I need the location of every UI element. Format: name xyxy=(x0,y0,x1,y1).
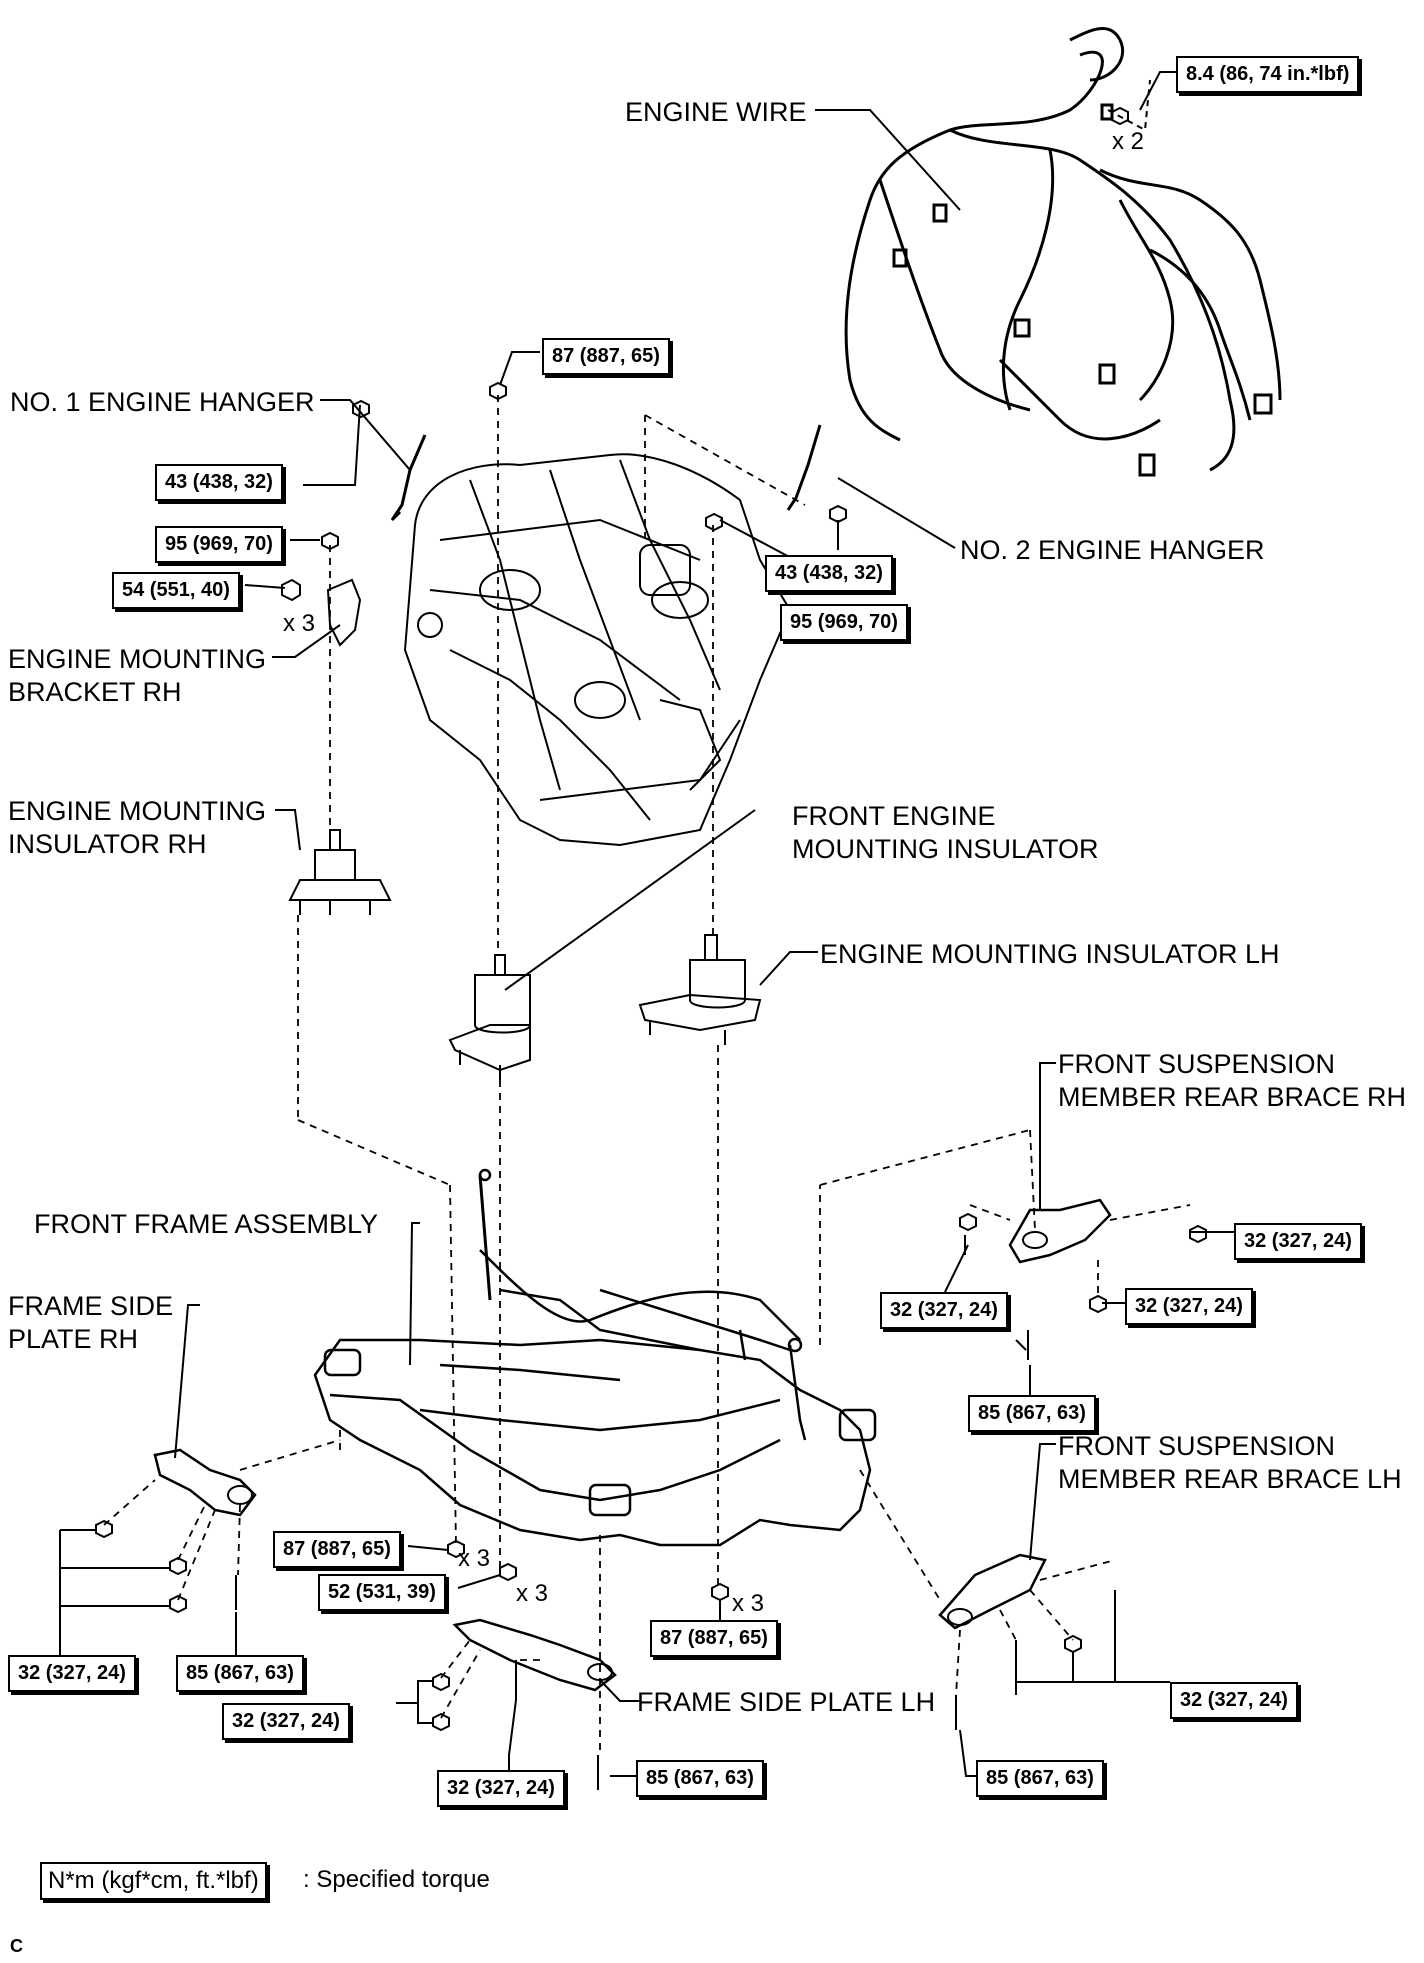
torque-box-95-left: 95 (969, 70) xyxy=(155,526,283,563)
label-front-suspension-member-rear-brace-lh-2: MEMBER REAR BRACE LH xyxy=(1058,1464,1402,1494)
torque-box-85-side-lh: 85 (867, 63) xyxy=(636,1760,764,1797)
label-front-frame-assembly: FRONT FRAME ASSEMBLY xyxy=(34,1209,379,1239)
torque-box-43-right: 43 (438, 32) xyxy=(765,555,893,592)
torque-box-87-frame-right: 87 (887, 65) xyxy=(650,1620,778,1657)
label-no1-engine-hanger: NO. 1 ENGINE HANGER xyxy=(10,387,315,417)
torque-box-engine-wire: 8.4 (86, 74 in.*lbf) xyxy=(1176,56,1360,93)
label-front-engine-mounting-insulator-1: FRONT ENGINE xyxy=(792,801,996,831)
label-front-engine-mounting-insulator-2: MOUNTING INSULATOR xyxy=(792,834,1099,864)
torque-box-85-side-rh: 85 (867, 63) xyxy=(176,1655,304,1692)
label-engine-mounting-insulator-rh-1: ENGINE MOUNTING xyxy=(8,796,267,826)
label-no2-engine-hanger: NO. 2 ENGINE HANGER xyxy=(960,535,1265,565)
front-suspension-member-rear-brace-lh xyxy=(938,1553,1047,1630)
label-engine-mounting-bracket-rh-1: ENGINE MOUNTING xyxy=(8,644,267,674)
leader-lines xyxy=(59,71,1234,1777)
frame-side-plate-rh xyxy=(153,1448,257,1517)
label-front-suspension-member-rear-brace-rh-2: MEMBER REAR BRACE RH xyxy=(1058,1082,1407,1112)
label-engine-mounting-insulator-lh: ENGINE MOUNTING INSULATOR LH xyxy=(820,939,1280,969)
torque-box-54: 54 (551, 40) xyxy=(112,572,240,609)
engine-assembly xyxy=(403,453,792,847)
torque-box-85-brace-lh: 85 (867, 63) xyxy=(976,1760,1104,1797)
torque-box-85-brace-rh: 85 (867, 63) xyxy=(968,1395,1096,1432)
engine-wire-harness xyxy=(844,26,1282,477)
frame-side-plate-lh xyxy=(452,1618,617,1692)
label-frame-side-plate-rh-1: FRAME SIDE xyxy=(8,1291,174,1321)
no2-engine-hanger xyxy=(786,424,822,511)
torque-box-43-left: 43 (438, 32) xyxy=(155,464,283,501)
qty-x3-87-right: x 3 xyxy=(732,1590,765,1617)
engine-mounting-bracket-rh xyxy=(326,578,362,647)
label-front-suspension-member-rear-brace-lh-1: FRONT SUSPENSION xyxy=(1058,1431,1336,1461)
torque-box-32-side-rh: 32 (327, 24) xyxy=(8,1655,136,1692)
engine-mounting-insulator-lh xyxy=(638,934,762,1045)
front-frame-assembly xyxy=(313,1168,877,1547)
front-engine-mounting-insulator xyxy=(448,954,531,1080)
alignment-lines xyxy=(103,395,1191,1755)
legend-text: : Specified torque xyxy=(303,1866,490,1893)
front-suspension-member-rear-brace-rh xyxy=(1008,1198,1112,1264)
no1-engine-hanger xyxy=(390,434,427,522)
torque-box-32-side-lh-a: 32 (327, 24) xyxy=(222,1703,350,1740)
torque-box-32-brace-lh: 32 (327, 24) xyxy=(1170,1682,1298,1719)
label-front-suspension-member-rear-brace-rh-1: FRONT SUSPENSION xyxy=(1058,1049,1336,1079)
qty-x2-engine-wire: x 2 xyxy=(1112,128,1145,155)
torque-box-87-frame-left: 87 (887, 65) xyxy=(273,1531,401,1568)
label-engine-mounting-insulator-rh-2: INSULATOR RH xyxy=(8,829,207,859)
label-engine-wire: ENGINE WIRE xyxy=(625,97,807,127)
corner-mark: C xyxy=(10,1936,23,1956)
torque-box-95-right: 95 (969, 70) xyxy=(780,604,908,641)
qty-x3-bracket: x 3 xyxy=(283,610,316,637)
torque-box-32-brace-rh-a: 32 (327, 24) xyxy=(1234,1223,1362,1260)
torque-box-32-brace-rh-b: 32 (327, 24) xyxy=(880,1292,1008,1329)
label-engine-mounting-bracket-rh-2: BRACKET RH xyxy=(8,677,182,707)
engine-mounting-insulator-rh xyxy=(288,829,392,915)
torque-box-32-brace-rh-c: 32 (327, 24) xyxy=(1125,1288,1253,1325)
torque-box-32-side-lh-b: 32 (327, 24) xyxy=(437,1770,565,1807)
torque-box-87-top: 87 (887, 65) xyxy=(542,338,670,375)
qty-x3-52: x 3 xyxy=(516,1580,549,1607)
label-frame-side-plate-lh: FRAME SIDE PLATE LH xyxy=(637,1687,936,1717)
qty-x3-87-left: x 3 xyxy=(458,1545,491,1572)
legend-torque-unit-box: N*m (kgf*cm, ft.*lbf) xyxy=(40,1862,267,1900)
torque-box-52: 52 (531, 39) xyxy=(318,1574,446,1611)
label-frame-side-plate-rh-2: PLATE RH xyxy=(8,1324,139,1354)
